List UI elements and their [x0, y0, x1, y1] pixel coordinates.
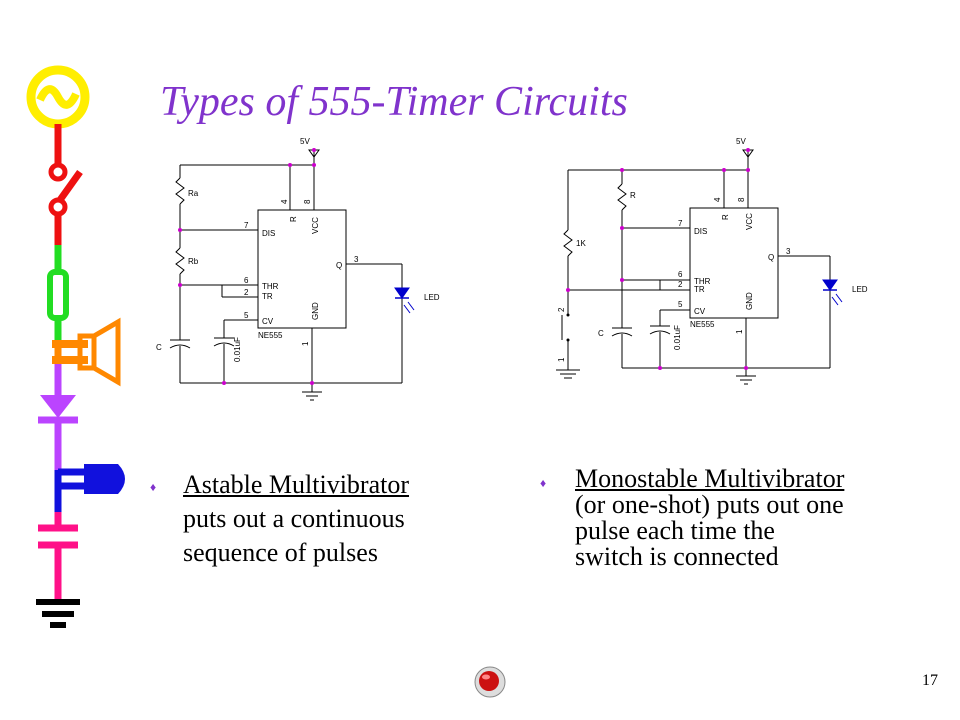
bullet-diamond-icon: ♦	[540, 476, 547, 490]
switch-pin1: 1	[557, 357, 566, 362]
monostable-pin6: 6	[678, 270, 683, 279]
r1k-label: 1K	[576, 239, 586, 248]
capacitor-icon	[38, 512, 78, 602]
monostable-vcc-pin-label: VCC	[745, 213, 754, 230]
diode-icon	[38, 364, 78, 470]
monostable-heading: Monostable Multivibrator	[575, 464, 845, 493]
monostable-pin2: 2	[678, 280, 683, 289]
astable-pin3: 3	[354, 255, 359, 264]
monostable-led-icon	[822, 279, 843, 306]
monostable-circuit-diagram: 5V R 1K C 0.01uF NE555 DIS THR TR CV R V…	[556, 137, 868, 385]
astable-line2: puts out a continuous	[183, 504, 405, 533]
astable-led-icon	[394, 287, 415, 314]
rb-label: Rb	[188, 257, 199, 266]
astable-pin6: 6	[244, 276, 249, 285]
astable-q-label: Q	[336, 261, 342, 270]
page-number: 17	[922, 672, 938, 689]
astable-vcc-pin-label: VCC	[311, 217, 320, 234]
ac-source-icon	[26, 65, 90, 129]
monostable-c-label: C	[598, 329, 604, 338]
monostable-line4: switch is connected	[575, 542, 779, 571]
astable-r-pin-label: R	[289, 216, 298, 222]
switch-icon	[48, 124, 83, 245]
fuse-icon	[47, 245, 69, 340]
astable-chip-label: NE555	[258, 331, 283, 340]
astable-heading: Astable Multivibrator	[183, 470, 410, 499]
monostable-vcc-label: 5V	[736, 137, 746, 146]
monostable-pin3: 3	[786, 247, 791, 256]
ra-label: Ra	[188, 189, 199, 198]
monostable-pin4: 4	[713, 197, 722, 202]
slide-title: Types of 555-Timer Circuits	[160, 79, 628, 125]
astable-thr-label: THR	[262, 282, 279, 291]
astable-pin8: 8	[303, 199, 312, 204]
monostable-pin1: 1	[735, 329, 744, 334]
monostable-cv-label: CV	[694, 307, 706, 316]
astable-circuit-diagram: 5V Ra Rb C 0.01uF NE555 DIS THR TR CV R …	[156, 137, 440, 401]
bullet-diamond-icon: ♦	[150, 480, 157, 494]
slide-nav-button[interactable]	[472, 664, 508, 700]
astable-vcc-label: 5V	[300, 137, 310, 146]
monostable-led-label: LED	[852, 285, 868, 294]
ground-icon	[36, 599, 80, 628]
monostable-chip-label: NE555	[690, 320, 715, 329]
monostable-tr-label: TR	[694, 285, 705, 294]
astable-pin4: 4	[280, 199, 289, 204]
speaker-icon	[52, 317, 121, 387]
astable-pin1: 1	[301, 341, 310, 346]
sidebar-component-strip	[26, 65, 125, 628]
astable-line3: sequence of pulses	[183, 538, 378, 567]
astable-pin7: 7	[244, 221, 249, 230]
astable-c-label: C	[156, 343, 162, 352]
monostable-pin7: 7	[678, 219, 683, 228]
monostable-dis-label: DIS	[694, 227, 707, 236]
monostable-line3: pulse each time the	[575, 516, 775, 545]
astable-led-label: LED	[424, 293, 440, 302]
astable-tr-label: TR	[262, 292, 273, 301]
monostable-thr-label: THR	[694, 277, 711, 286]
monostable-r-pin-label: R	[721, 214, 730, 220]
astable-cv-cap-label: 0.01uF	[233, 337, 242, 362]
monostable-line2: (or one-shot) puts out one	[575, 490, 844, 519]
astable-gnd-pin-label: GND	[311, 302, 320, 320]
lamp-icon	[54, 464, 125, 512]
astable-dis-label: DIS	[262, 229, 275, 238]
astable-pin5: 5	[244, 311, 249, 320]
monostable-cv-cap-label: 0.01uF	[673, 325, 682, 350]
astable-cv-label: CV	[262, 317, 274, 326]
monostable-pin8: 8	[737, 197, 746, 202]
monostable-switch-icon	[566, 313, 570, 342]
monostable-q-label: Q	[768, 253, 774, 262]
switch-pin2: 2	[557, 307, 566, 312]
r-label: R	[630, 191, 636, 200]
monostable-pin5: 5	[678, 300, 683, 309]
astable-pin2: 2	[244, 288, 249, 297]
monostable-bullet: ♦ Monostable Multivibrator (or one-shot)…	[540, 466, 920, 570]
monostable-gnd-pin-label: GND	[745, 292, 754, 310]
astable-bullet: ♦ Astable Multivibrator puts out a conti…	[150, 470, 470, 568]
